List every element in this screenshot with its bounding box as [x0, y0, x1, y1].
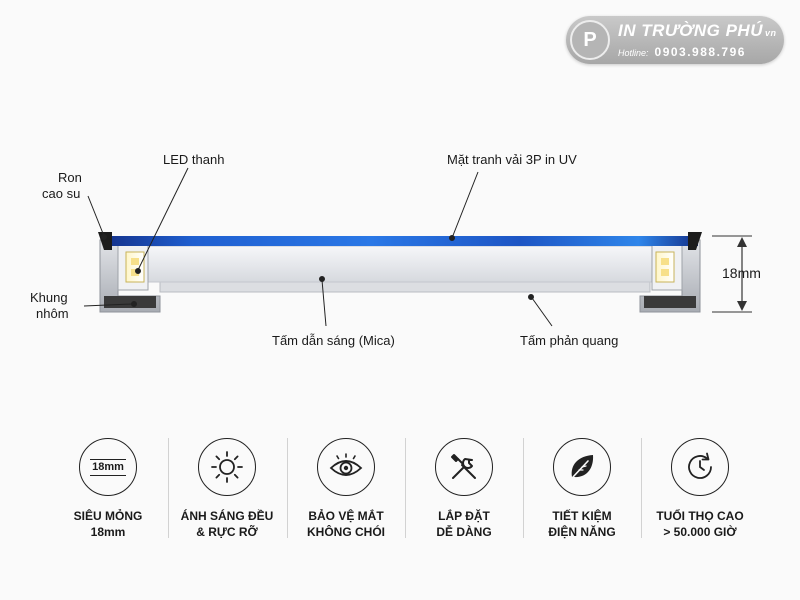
thin-icon: 18mm [90, 458, 126, 476]
feature-ultra-thin-line1: SIÊU MỎNG [73, 509, 143, 523]
brand-name-text: IN TRƯỜNG PHÚ [618, 21, 763, 40]
label-rubber-gasket-line1: Ron [58, 170, 82, 185]
feature-eye-care-circle [317, 438, 375, 496]
tools-icon [451, 454, 476, 479]
feature-even-light-line1: ÁNH SÁNG ĐỀU [180, 509, 274, 523]
label-reflector: Tấm phản quang [520, 333, 619, 348]
feature-ultra-thin-label: SIÊU MỎNG 18mm [49, 508, 167, 540]
feature-even-light-line2: & RỰC RỠ [196, 525, 258, 539]
feature-easy-install-label: LẮP ĐẶT DỄ DÀNG [405, 508, 523, 540]
feature-eye-care-line2: KHÔNG CHÓI [307, 525, 385, 539]
cross-section-diagram [83, 167, 752, 327]
brand-hotline: Hotline: 0903.988.796 [618, 45, 746, 59]
feature-easy-install: LẮP ĐẶT DỄ DÀNG [405, 438, 523, 540]
feature-long-life-circle [671, 438, 729, 496]
led-strip-left [125, 251, 145, 283]
feature-even-light-circle [198, 438, 256, 496]
feature-ultra-thin-line2: 18mm [90, 525, 126, 539]
feature-even-light-label: ÁNH SÁNG ĐỀU & RỰC RỠ [168, 508, 286, 540]
label-aluminum-frame-line1: Khung [30, 290, 68, 305]
label-led-strip: LED thanh [163, 152, 225, 167]
label-aluminum-frame: Khung nhôm [30, 290, 69, 322]
feature-long-life-line2: > 50.000 GIỜ [663, 525, 737, 539]
feature-energy-saving: TIẾT KIỆM ĐIỆN NĂNG [523, 438, 641, 540]
brand-name-suffix: vn [764, 28, 777, 38]
feature-long-life: TUỔI THỌ CAO > 50.000 GIỜ [641, 438, 759, 540]
thickness-dimension [712, 235, 752, 313]
label-aluminum-frame-line2: nhôm [36, 306, 69, 321]
feature-long-life-line1: TUỔI THỌ CAO [656, 509, 744, 523]
feature-divider [287, 438, 288, 538]
feature-energy-saving-circle [553, 438, 611, 496]
feature-easy-install-line1: LẮP ĐẶT [438, 509, 490, 523]
feature-energy-saving-line2: ĐIỆN NĂNG [548, 525, 616, 539]
clock-icon [688, 452, 712, 479]
hotline-number: 0903.988.796 [654, 45, 746, 59]
feature-long-life-label: TUỔI THỌ CAO > 50.000 GIỜ [641, 508, 759, 540]
feature-energy-saving-label: TIẾT KIỆM ĐIỆN NĂNG [523, 508, 641, 540]
label-rubber-gasket-line2: cao su [42, 186, 81, 201]
light-guide-panel [147, 245, 661, 283]
hotline-label: Hotline: [618, 48, 649, 58]
feature-divider [405, 438, 406, 538]
feature-eye-care: BẢO VỆ MẮT KHÔNG CHÓI [287, 438, 405, 540]
reflector-panel [159, 281, 651, 293]
label-fabric-face: Mặt tranh vải 3P in UV [447, 152, 577, 167]
feature-divider [523, 438, 524, 538]
feature-ultra-thin: 18mm SIÊU MỎNG 18mm [49, 438, 167, 540]
fabric-face [104, 236, 698, 246]
feature-easy-install-line2: DỄ DÀNG [436, 525, 492, 539]
feature-eye-care-line1: BẢO VỆ MẮT [308, 509, 384, 523]
label-thickness: 18mm [722, 265, 761, 281]
feature-divider [168, 438, 169, 538]
feature-energy-saving-line1: TIẾT KIỆM [552, 509, 612, 523]
feature-easy-install-circle [435, 438, 493, 496]
brand-logo-mark: P [570, 20, 610, 60]
feature-eye-care-label: BẢO VỆ MẮT KHÔNG CHÓI [287, 508, 405, 540]
feature-divider [641, 438, 642, 538]
rubber-gasket-right [688, 232, 702, 250]
eye-icon [329, 453, 363, 476]
feature-even-light: ÁNH SÁNG ĐỀU & RỰC RỠ [168, 438, 286, 540]
sun-icon [211, 451, 243, 483]
leader-lines [83, 167, 553, 327]
label-light-guide: Tấm dẫn sáng (Mica) [272, 333, 395, 348]
leaf-icon [571, 455, 594, 478]
label-rubber-gasket: Ron cao su [42, 170, 82, 202]
led-strip-right [655, 251, 675, 283]
feature-ultra-thin-circle: 18mm [79, 438, 137, 496]
